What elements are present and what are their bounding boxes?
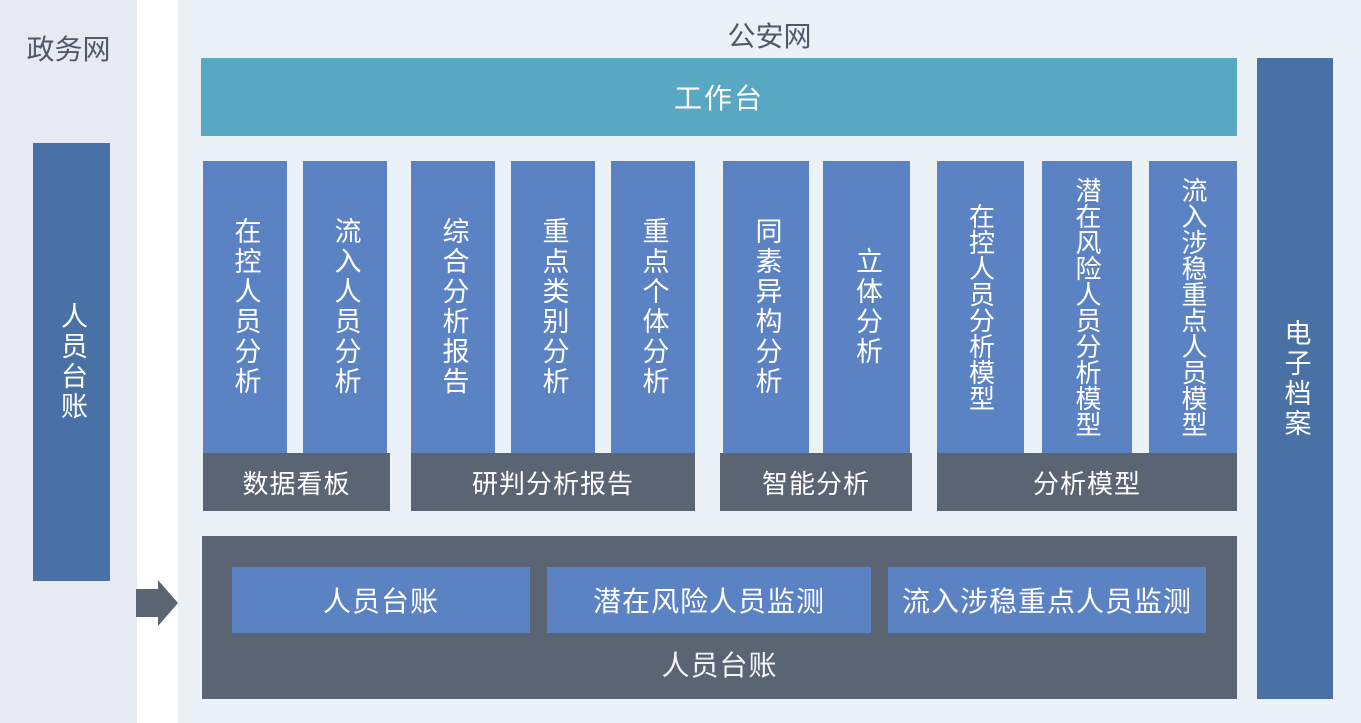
column-isomeric-analysis: 同素异构分析 <box>723 161 809 453</box>
personnel-ledger-panel-label: 人员台账 <box>661 650 778 681</box>
personnel-ledger-bar-label: 人员台账 <box>57 302 87 422</box>
electronic-archive-bar: 电子档案 <box>1257 58 1333 699</box>
column-comprehensive-analysis-report: 综合分析报告 <box>411 161 495 453</box>
workbench-label: 工作台 <box>673 83 764 114</box>
button-label: 人员台账 <box>322 586 439 617</box>
column-label: 重点类别分析 <box>538 217 569 397</box>
group-footer-label: 分析模型 <box>1032 468 1141 499</box>
public-security-network-panel: 公安网 工作台 在控人员分析 流入人员分析 数据看板 综合分析报告 重点类别分析 <box>178 0 1361 723</box>
workbench-bar: 工作台 <box>201 58 1237 136</box>
column-stereo-analysis: 立体分析 <box>823 161 910 453</box>
column-label: 在控人员分析模型 <box>965 203 996 411</box>
group-footer-label: 数据看板 <box>242 468 351 499</box>
column-in-control-personnel-analysis: 在控人员分析 <box>203 161 287 453</box>
group-footer-analysis-reports: 研判分析报告 <box>411 453 695 511</box>
group-footer-label: 智能分析 <box>761 468 870 499</box>
group-footer-intelligent-analysis: 智能分析 <box>720 453 912 511</box>
electronic-archive-bar-label: 电子档案 <box>1280 318 1311 439</box>
inflow-stability-key-personnel-monitoring-button: 流入涉稳重点人员监测 <box>888 567 1206 633</box>
column-label: 流入人员分析 <box>330 217 361 397</box>
column-label: 在控人员分析 <box>230 217 261 397</box>
column-label: 潜在风险人员分析模型 <box>1072 177 1102 437</box>
button-label: 潜在风险人员监测 <box>592 586 825 617</box>
group-analysis-models: 在控人员分析模型 潜在风险人员分析模型 流入涉稳重点人员模型 分析模型 <box>937 161 1237 511</box>
group-footer-analysis-models: 分析模型 <box>937 453 1237 511</box>
government-network-title: 政务网 <box>26 34 111 65</box>
column-label: 流入涉稳重点人员模型 <box>1178 177 1208 437</box>
column-label: 立体分析 <box>852 247 882 367</box>
button-label: 流入涉稳重点人员监测 <box>901 586 1192 617</box>
group-analysis-reports: 综合分析报告 重点类别分析 重点个体分析 研判分析报告 <box>411 161 695 511</box>
column-in-control-personnel-analysis-model: 在控人员分析模型 <box>937 161 1024 453</box>
group-data-dashboard: 在控人员分析 流入人员分析 数据看板 <box>203 161 390 511</box>
column-inflow-personnel-analysis: 流入人员分析 <box>303 161 387 453</box>
personnel-ledger-bar: 人员台账 <box>33 143 110 581</box>
column-label: 同素异构分析 <box>751 217 782 397</box>
column-label: 综合分析报告 <box>438 217 469 397</box>
column-label: 重点个体分析 <box>638 217 669 397</box>
group-intelligent-analysis: 同素异构分析 立体分析 智能分析 <box>720 161 912 511</box>
potential-risk-personnel-monitoring-button: 潜在风险人员监测 <box>547 567 871 633</box>
column-inflow-stability-key-personnel-model: 流入涉稳重点人员模型 <box>1149 161 1237 453</box>
personnel-ledger-panel: 人员台账 潜在风险人员监测 流入涉稳重点人员监测 人员台账 <box>202 536 1237 699</box>
government-network-panel: 政务网 人员台账 <box>0 0 137 723</box>
column-potential-risk-personnel-analysis-model: 潜在风险人员分析模型 <box>1042 161 1132 453</box>
group-footer-data-dashboard: 数据看板 <box>203 453 390 511</box>
personnel-ledger-button: 人员台账 <box>232 567 530 633</box>
arrow-right-icon <box>136 580 178 626</box>
group-footer-label: 研判分析报告 <box>471 468 634 499</box>
public-security-network-title: 公安网 <box>727 21 812 52</box>
column-key-individual-analysis: 重点个体分析 <box>611 161 695 453</box>
column-key-category-analysis: 重点类别分析 <box>511 161 595 453</box>
